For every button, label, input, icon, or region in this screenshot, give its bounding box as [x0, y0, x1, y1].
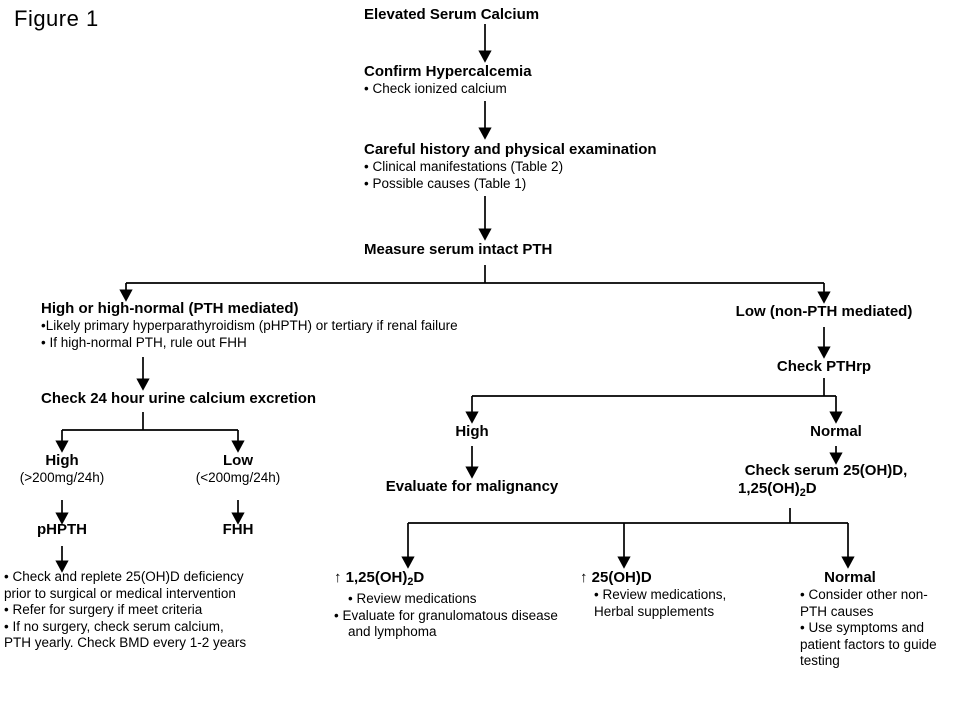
- node-title: Elevated Serum Calcium: [364, 6, 540, 23]
- node-evaluate-for-malignancy[interactable]: Evaluate for malignancy: [352, 478, 592, 496]
- node-pth-mediated[interactable]: High or high-normal (PTH mediated) •Like…: [41, 300, 458, 351]
- node-title: Evaluate for malignancy: [385, 478, 559, 495]
- node-bullets: • Review medications, Herbal supplements: [580, 587, 748, 620]
- bullet-item: • Refer for surgery if meet criteria: [4, 602, 203, 617]
- node-title: Confirm Hypercalcemia: [364, 63, 532, 80]
- node-title: High: [455, 423, 489, 440]
- bullet-item: • Possible causes (Table 1): [364, 175, 527, 191]
- node-title: Low: [223, 452, 253, 469]
- node-title: Measure serum intact PTH: [364, 241, 553, 258]
- figure-label: Figure 1: [14, 6, 99, 31]
- node-title-line2: 1,25(OH)2D: [738, 480, 817, 500]
- node-title: Normal: [810, 423, 862, 440]
- node-check-24h-urine-calcium[interactable]: Check 24 hour urine calcium excretion: [41, 390, 316, 408]
- bullet-item: Herbal supplements: [594, 603, 715, 619]
- node-elevated-serum-calcium[interactable]: Elevated Serum Calcium: [364, 6, 539, 24]
- node-confirm-hypercalcemia[interactable]: Confirm Hypercalcemia • Check ionized ca…: [364, 63, 532, 98]
- node-title-line1: Check serum 25(OH)D,: [744, 462, 908, 479]
- node-urine-calcium-high[interactable]: High (>200mg/24h): [2, 452, 122, 487]
- node-non-pth-mediated[interactable]: Low (non-PTH mediated): [674, 303, 960, 321]
- up-arrow-icon: ↑: [334, 569, 342, 586]
- node-title: Careful history and physical examination: [364, 141, 657, 158]
- bullet-item: • Check and replete 25(OH)D deficiency p…: [4, 569, 244, 601]
- node-bullets: • Review medications • Evaluate for gran…: [334, 591, 570, 641]
- node-title: ↑ 25(OH)D: [580, 569, 652, 586]
- bullet-item: • If no surgery, check serum calcium, PT…: [4, 618, 247, 651]
- node-title: pHPTH: [37, 521, 87, 538]
- node-subtitle: (>200mg/24h): [19, 470, 105, 485]
- node-subtitle: (<200mg/24h): [195, 470, 281, 485]
- node-pthrp-normal[interactable]: Normal: [786, 423, 886, 441]
- bullet-item: •Likely primary hyperparathyroidism (pHP…: [41, 318, 458, 333]
- node-careful-history-exam[interactable]: Careful history and physical examination…: [364, 141, 657, 192]
- node-title: Normal: [824, 569, 876, 586]
- bullet-item: • Clinical manifestations (Table 2): [364, 159, 564, 174]
- bullet-item: • Check ionized calcium: [364, 81, 507, 96]
- node-title: Check PTHrp: [776, 358, 872, 375]
- bullet-item: • Use symptoms and patient factors to gu…: [800, 620, 937, 668]
- bullet-item: • Consider other non-PTH causes: [800, 587, 928, 619]
- node-title: High or high-normal (PTH mediated): [41, 300, 299, 317]
- node-bullets: • Check and replete 25(OH)D deficiency p…: [4, 569, 254, 652]
- bullet-item: • Review medications: [348, 591, 477, 607]
- node-vitamin-d-normal[interactable]: Normal • Consider other non-PTH causes •…: [800, 569, 952, 670]
- node-bullets: • Clinical manifestations (Table 2) • Po…: [364, 159, 657, 192]
- bullet-item: • Review medications,: [594, 587, 727, 602]
- node-title: High: [45, 452, 79, 469]
- node-title: Low (non-PTH mediated): [735, 303, 913, 320]
- node-bullets: • Check ionized calcium: [364, 81, 532, 98]
- node-title: ↑ 1,25(OH)2D: [334, 569, 425, 589]
- node-bullets: •Likely primary hyperparathyroidism (pHP…: [41, 318, 458, 351]
- node-measure-serum-intact-pth[interactable]: Measure serum intact PTH: [364, 241, 552, 259]
- bullet-item: • If high-normal PTH, rule out FHH: [41, 334, 247, 350]
- node-check-serum-vitamin-d[interactable]: Check serum 25(OH)D, 1,25(OH)2D: [716, 462, 936, 502]
- node-title: FHH: [222, 521, 254, 538]
- node-title: Check 24 hour urine calcium excretion: [41, 390, 317, 407]
- bullet-item: • Evaluate for granulomatous disease and…: [334, 607, 558, 640]
- node-urine-calcium-low[interactable]: Low (<200mg/24h): [178, 452, 298, 487]
- node-phpth-management-notes[interactable]: • Check and replete 25(OH)D deficiency p…: [4, 569, 254, 652]
- node-bullets: • Consider other non-PTH causes • Use sy…: [800, 587, 952, 670]
- up-arrow-icon: ↑: [580, 569, 588, 586]
- node-pthrp-high[interactable]: High: [422, 423, 522, 441]
- node-elevated-1-25-oh2-d[interactable]: ↑ 1,25(OH)2D • Review medications • Eval…: [334, 569, 570, 641]
- node-phpth[interactable]: pHPTH: [7, 521, 117, 539]
- node-check-pthrp[interactable]: Check PTHrp: [724, 358, 924, 376]
- node-fhh[interactable]: FHH: [183, 521, 293, 539]
- node-elevated-25-oh-d[interactable]: ↑ 25(OH)D • Review medications, Herbal s…: [580, 569, 748, 620]
